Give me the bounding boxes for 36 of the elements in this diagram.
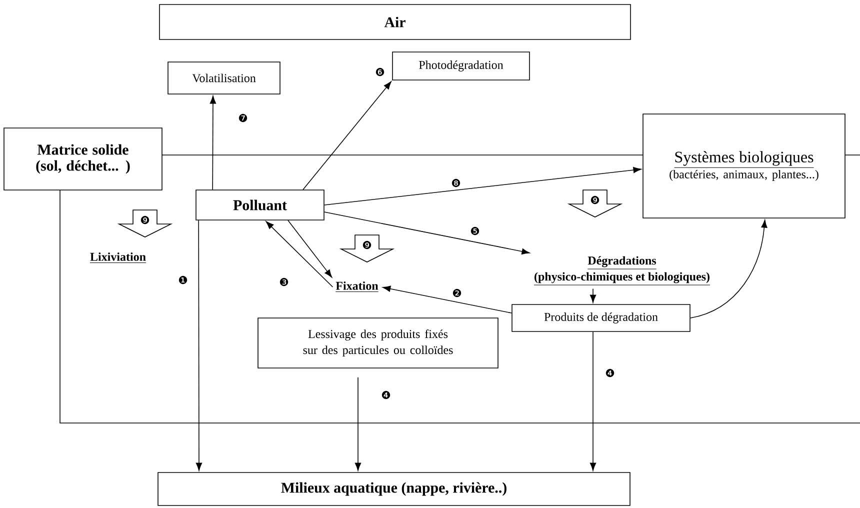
arrow: [288, 220, 332, 278]
process-box: Systèmes biologiques (bactéries, animaux, plantes...): [642, 114, 846, 218]
step-number: ❷: [452, 288, 462, 298]
arrow: [210, 96, 216, 190]
process-box: Milieux aquatique (nappe, rivière..): [158, 472, 630, 506]
process-label: Lixiviation: [89, 252, 147, 264]
arrow: [382, 286, 512, 314]
step-number: ❸: [280, 278, 288, 286]
process-box: Produits de dégradation: [512, 304, 690, 332]
process-box: Matrice solide (sol, déchet... ): [4, 128, 162, 190]
step-number: ❾: [362, 240, 372, 250]
arrow: [266, 221, 334, 288]
arrow: [196, 220, 202, 471]
step-number: ❻: [376, 68, 384, 76]
step-number: ❹: [606, 368, 614, 378]
process-label: Dégradations (physico-chimiques et biologiques): [534, 256, 710, 286]
process-box: Air: [159, 4, 631, 40]
step-number: ❺: [470, 226, 480, 236]
arrow: [690, 220, 768, 318]
step-number: ❹: [382, 390, 390, 400]
process-box: Lessivage des produits fixés sur des particules ou colloïdes: [258, 318, 498, 368]
arrow: [354, 377, 362, 471]
process-box: Photodégradation: [392, 52, 530, 80]
arrow: [324, 212, 530, 254]
process-box: Polluant: [196, 190, 324, 220]
arrow: [302, 81, 392, 190]
arrow: [590, 288, 596, 303]
arrow: [324, 166, 642, 206]
step-number: ❾: [140, 216, 150, 224]
step-number: ❼: [238, 114, 248, 122]
step-number: ❾: [590, 196, 600, 204]
step-number: ❽: [452, 178, 460, 188]
arrow: [590, 332, 596, 471]
step-number: ❶: [178, 276, 188, 284]
process-label: Fixation: [335, 281, 379, 292]
process-box: Volatilisation: [168, 62, 280, 94]
